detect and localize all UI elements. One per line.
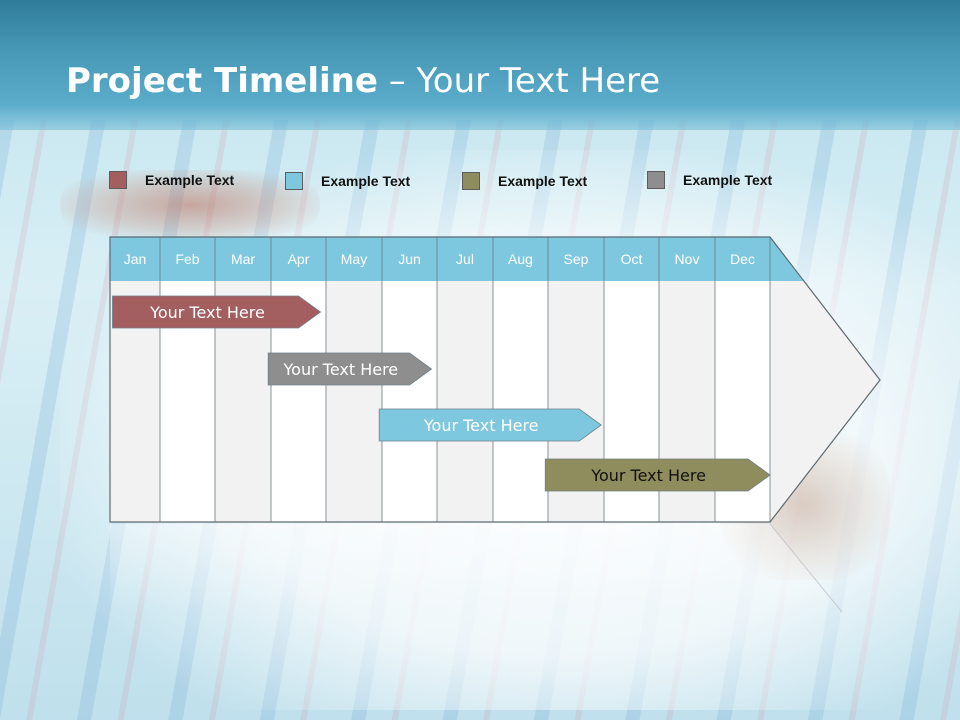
month-label-feb: Feb xyxy=(175,251,199,267)
legend-item-4: Example Text xyxy=(647,170,772,190)
legend-item-3: Example Text xyxy=(462,171,587,191)
legend-label-4: Example Text xyxy=(683,172,773,188)
legend-swatch-3 xyxy=(462,172,480,190)
month-label-may: May xyxy=(341,251,367,267)
month-label-sep: Sep xyxy=(564,251,589,267)
month-column-may xyxy=(326,281,382,522)
legend-label-2: Example Text xyxy=(321,173,411,189)
month-label-dec: Dec xyxy=(730,251,755,267)
title-banner xyxy=(0,0,960,130)
month-header-band xyxy=(110,237,803,281)
timeline-bar-label: Your Text Here xyxy=(283,360,399,379)
legend-swatch-1 xyxy=(109,171,127,189)
month-label-jan: Jan xyxy=(124,251,147,267)
background-food xyxy=(60,170,320,240)
timeline-bar-shape xyxy=(267,352,433,386)
month-label-apr: Apr xyxy=(288,251,310,267)
timeline-bar-4: Your Text Here xyxy=(544,458,771,492)
month-column-aug xyxy=(493,281,548,522)
month-label-jul: Jul xyxy=(456,251,474,267)
legend-label-3: Example Text xyxy=(498,173,588,189)
timeline-reflection xyxy=(110,524,842,612)
month-label-oct: Oct xyxy=(621,251,643,267)
timeline-bar-label: Your Text Here xyxy=(423,416,539,435)
slide-title-rest: – Your Text Here xyxy=(377,61,661,101)
legend-swatch-2 xyxy=(285,172,303,190)
month-column-jul xyxy=(437,281,493,522)
legend-item-1: Example Text xyxy=(109,170,234,190)
timeline-bar-shape xyxy=(378,408,602,442)
slide-title-bold: Project Timeline xyxy=(66,61,378,101)
timeline-bar-shape xyxy=(544,458,771,492)
timeline-bar-label: Your Text Here xyxy=(590,466,706,485)
arrow-head-fill xyxy=(770,281,880,522)
timeline-bar-shape xyxy=(112,295,322,329)
slide-title: Project Timeline – Your Text Here xyxy=(66,58,660,104)
timeline-bar-2: Your Text Here xyxy=(267,352,433,386)
month-labels: Jan Feb Mar Apr May Jun Jul Aug Sep Oct Nov Dec xyxy=(124,251,755,267)
month-column-jun xyxy=(382,281,437,522)
legend-item-2: Example Text xyxy=(285,171,410,191)
timeline-bar-1: Your Text Here xyxy=(112,295,322,329)
legend-label-1: Example Text xyxy=(145,172,235,188)
month-label-aug: Aug xyxy=(508,251,533,267)
timeline-arrow-outline xyxy=(109,236,881,523)
legend-swatch-4 xyxy=(647,171,665,189)
reflection-edge xyxy=(769,523,843,613)
timeline-bar-3: Your Text Here xyxy=(378,408,602,442)
month-label-nov: Nov xyxy=(675,251,700,267)
month-label-jun: Jun xyxy=(398,251,421,267)
timeline-bar-label: Your Text Here xyxy=(149,303,265,322)
month-label-mar: Mar xyxy=(231,251,255,267)
